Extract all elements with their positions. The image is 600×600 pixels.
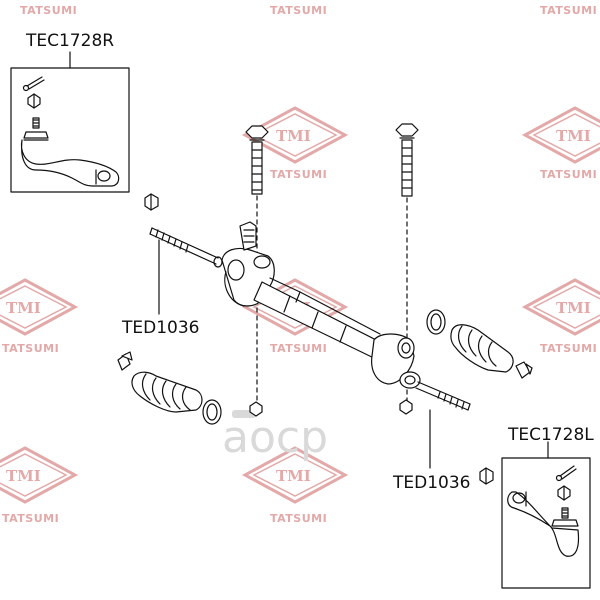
svg-text:aocp: aocp (222, 412, 328, 463)
watermark-emblem: TMI (0, 446, 79, 504)
clamp-left-icon (202, 399, 222, 425)
tie-rod-end-right-box (10, 51, 130, 193)
tie-rod-end-icon (20, 117, 120, 187)
inner-tie-rod-left-icon (149, 227, 223, 268)
watermark-brand: TATSUMI (270, 342, 327, 355)
svg-text:TMI: TMI (276, 127, 311, 145)
tie-rod-end-icon (507, 491, 580, 557)
clamp-right-icon (426, 309, 446, 335)
watermark-brand: TATSUMI (2, 512, 59, 525)
nut-icon (144, 193, 159, 211)
part-label-ted1036-left: TED1036 (121, 318, 199, 338)
watermark-brand: TATSUMI (270, 4, 327, 17)
nut-icon (27, 93, 41, 109)
nut-icon (557, 485, 571, 501)
boot-right-icon (450, 324, 533, 379)
nut-icon (479, 467, 494, 485)
svg-text:TMI: TMI (556, 127, 591, 145)
cotter-pin-icon (22, 76, 45, 92)
nut-icon (399, 399, 413, 415)
part-label-tec1728l: TEC1728L (507, 425, 594, 445)
steering-rack-icon (149, 221, 471, 411)
svg-text:TMI: TMI (276, 467, 311, 485)
watermark-emblem: TMI (521, 106, 600, 164)
watermark-brand: TATSUMI (270, 168, 327, 181)
part-label-tec1728r: TEC1728R (25, 31, 114, 51)
watermark-brand: TATSUMI (270, 512, 327, 525)
inner-tie-rod-right-icon (415, 381, 471, 411)
watermark-logo: aocp (222, 410, 328, 463)
watermark-brand: TATSUMI (540, 168, 597, 181)
watermark-brand: TATSUMI (2, 342, 59, 355)
watermark-brand: TATSUMI (540, 342, 597, 355)
watermark-emblem: TMI (521, 278, 600, 336)
cotter-pin-icon (555, 465, 577, 482)
svg-text:TMI: TMI (556, 299, 591, 317)
watermark-emblem: TMI (0, 278, 79, 336)
watermark-brand: TATSUMI (540, 4, 597, 17)
tie-rod-end-left-box (501, 441, 591, 589)
svg-text:TMI: TMI (6, 467, 41, 485)
boot-left-icon (117, 351, 203, 413)
watermark-emblem: TMI (241, 446, 349, 504)
svg-text:TMI: TMI (6, 299, 41, 317)
watermark-brand: TATSUMI (20, 4, 77, 17)
part-label-ted1036-right: TED1036 (392, 473, 470, 493)
nut-icon (249, 401, 263, 417)
watermark-layer: TATSUMI TATSUMI TATSUMI TATSUMI TATSUMI … (0, 4, 600, 525)
